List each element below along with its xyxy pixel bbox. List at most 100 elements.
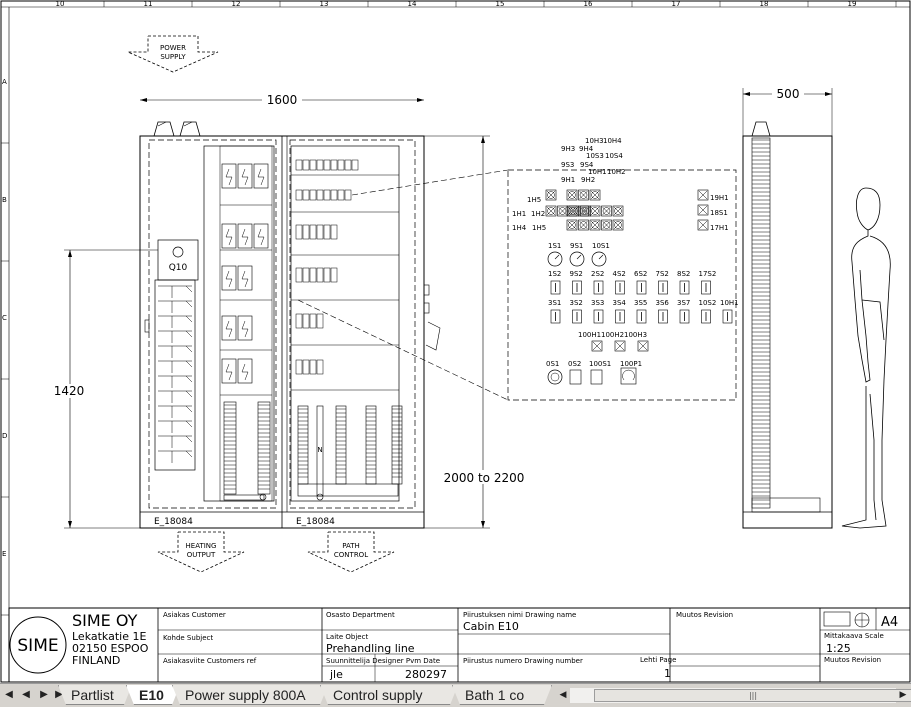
switch-id: Q10 — [169, 263, 188, 273]
scroll-track[interactable]: ||| — [570, 688, 911, 703]
meter-label: 10S1 — [592, 242, 610, 250]
prev-sheet-button[interactable]: ◀ — [22, 689, 30, 700]
switch-label: 3S7 — [677, 299, 690, 307]
value-scale: 1:25 — [826, 642, 851, 655]
label-designer: Suunnittelija Designer Pvm Date — [326, 657, 440, 665]
power-supply-arrow — [127, 35, 219, 73]
first-sheet-button[interactable]: ◀ — [5, 689, 13, 700]
detail-tag: 9S4 — [580, 161, 594, 169]
switch-label: 3S4 — [613, 299, 627, 307]
bottom-control-label: 100P1 — [620, 360, 642, 368]
switch-label: 9S2 — [570, 270, 583, 278]
ruler-letter: B — [2, 196, 7, 204]
lamp-label: 100H3 — [624, 331, 647, 339]
last-sheet-button[interactable]: ▶ — [55, 689, 63, 700]
row-tag: 1H4 — [512, 224, 527, 232]
company-name: SIME OY — [72, 611, 138, 630]
detail-tag: 9H1 — [561, 176, 575, 184]
sime-logo: SIME — [17, 636, 58, 656]
scroll-thumb[interactable]: ||| — [594, 689, 911, 702]
row-tag: 17H1 — [710, 224, 729, 232]
detail-tag: 9H2 — [581, 176, 595, 184]
switch-label: 3S2 — [570, 299, 583, 307]
switch-label: 6S2 — [634, 270, 647, 278]
ruler-number: 14 — [408, 0, 417, 8]
ruler-letter: C — [2, 314, 7, 322]
bottom-control-label: 0S2 — [568, 360, 581, 368]
meter-label: 1S1 — [548, 242, 561, 250]
dim-width-front: 1600 — [267, 93, 298, 107]
switch-label: 10S2 — [699, 299, 717, 307]
tab-bath-1[interactable]: Bath 1 co — [452, 685, 552, 705]
cabinet-front — [139, 121, 441, 529]
switch-label: 10H1 — [720, 299, 739, 307]
door-detail — [297, 169, 737, 401]
ruler-letter: E — [2, 550, 6, 558]
path-control-arrow — [307, 531, 395, 573]
ruler-number: 10 — [56, 0, 65, 8]
ruler-number: 16 — [584, 0, 593, 8]
row-tag: 19H1 — [710, 194, 729, 202]
lamp-label: 100H2 — [601, 331, 624, 339]
ruler-letter: A — [2, 78, 7, 86]
next-sheet-button[interactable]: ▶ — [40, 689, 48, 700]
cabinet-side-view — [742, 88, 833, 529]
label-page: Lehti Page — [640, 656, 676, 664]
switch-label: 2S2 — [591, 270, 604, 278]
detail-tag: 10S4 — [605, 152, 623, 160]
value-object: Prehandling line — [326, 642, 415, 655]
detail-tag: 10H3 — [585, 137, 604, 145]
ruler-number: 11 — [144, 0, 153, 8]
switch-label: 17S2 — [699, 270, 717, 278]
path-label-2: CONTROL — [334, 551, 368, 559]
switch-label: 3S1 — [548, 299, 561, 307]
dim-width-side: 500 — [777, 87, 800, 101]
tab-control-supply[interactable]: Control supply — [320, 685, 458, 705]
power-supply-label-1: POWER — [160, 44, 186, 52]
svg-text:N: N — [317, 446, 322, 454]
label-subject: Kohde Subject — [163, 634, 213, 642]
meter-label: 9S1 — [570, 242, 583, 250]
power-supply-label-2: SUPPLY — [160, 53, 186, 61]
ruler-number: 18 — [760, 0, 769, 8]
row-tag: 1H2 — [531, 210, 545, 218]
switch-label: 4S2 — [613, 270, 626, 278]
label-drawing-number: Piirustus numero Drawing number — [463, 657, 583, 665]
address-line-3: FINLAND — [72, 654, 120, 667]
switch-label: 3S5 — [634, 299, 647, 307]
detail-tag: 10H1 — [588, 168, 607, 176]
tab-partlist[interactable]: Partlist — [58, 685, 132, 705]
horizontal-scrollbar[interactable]: ◀ ||| ▶ — [556, 687, 911, 704]
value-drawing-name: Cabin E10 — [463, 620, 519, 633]
switch-label: 8S2 — [677, 270, 690, 278]
detail-tag: 9H3 — [561, 145, 575, 153]
scroll-right-icon[interactable]: ▶ — [899, 690, 907, 700]
ruler-number: 12 — [232, 0, 241, 8]
address-line-2: 02150 ESPOO — [72, 642, 149, 655]
ruler-number: 13 — [320, 0, 329, 8]
detail-tag: 9H4 — [579, 145, 594, 153]
ruler-letter: D — [2, 432, 7, 440]
row-tag: 1H5 — [532, 224, 546, 232]
address-line-1: Lekatkatie 1E — [72, 630, 146, 643]
value-date: 280297 — [405, 668, 447, 681]
tab-power-supply[interactable]: Power supply 800A — [172, 685, 328, 705]
detail-tag: 9S3 — [561, 161, 574, 169]
row-tag: 1H1 — [512, 210, 526, 218]
label-object: Laite Object — [326, 633, 368, 641]
detail-tag: 10H4 — [603, 137, 622, 145]
cabinet-id-right: E_18084 — [296, 517, 335, 527]
switch-label: 3S6 — [656, 299, 670, 307]
scroll-left-icon[interactable]: ◀ — [559, 690, 567, 700]
title-block — [8, 607, 911, 683]
heating-label-2: OUTPUT — [187, 551, 216, 559]
switch-label: 3S3 — [591, 299, 604, 307]
label-department: Osasto Department — [326, 611, 395, 619]
label-scale: Mittakaava Scale — [824, 632, 884, 640]
heating-output-arrow — [157, 531, 245, 573]
tab-e10[interactable]: E10 — [126, 685, 180, 705]
label-drawing-name: Piirustuksen nimi Drawing name — [463, 611, 576, 619]
dim-height-left: 1420 — [54, 384, 85, 398]
